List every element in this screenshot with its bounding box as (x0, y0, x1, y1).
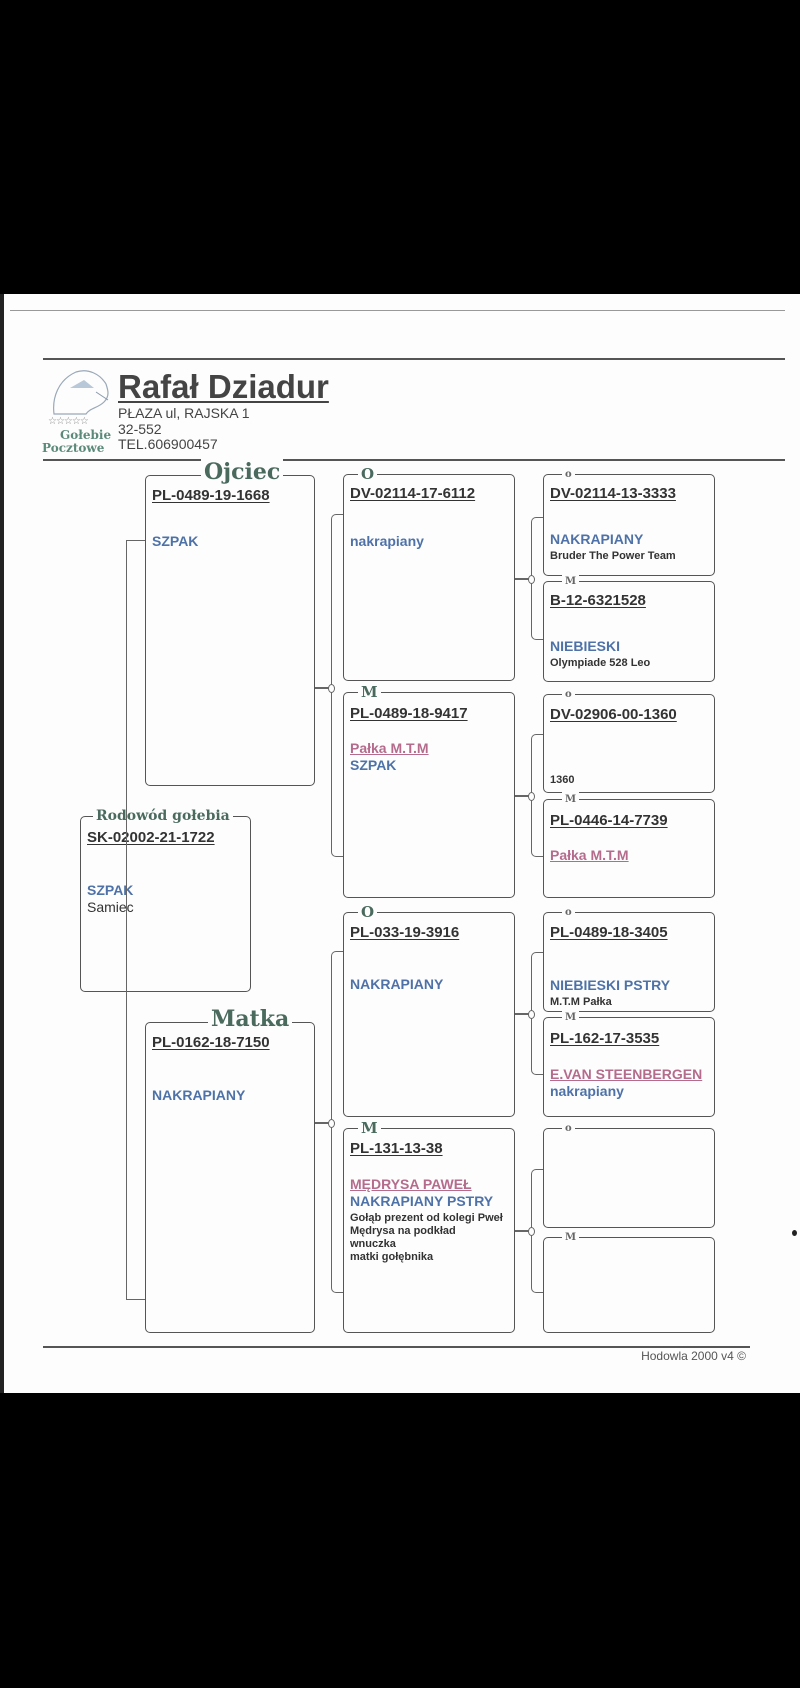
pigeon-detail-line: Bruder The Power Team (550, 550, 676, 562)
relation-label: M (562, 1228, 580, 1248)
connector-node (328, 684, 335, 693)
address-phone: TEL.606900457 (118, 436, 218, 452)
pigeon-detail-line: NAKRAPIANY (550, 531, 644, 547)
ring-number: B-12-6321528 (550, 592, 646, 609)
relation-label: M (562, 1008, 580, 1028)
ring-number: PL-0489-18-3405 (550, 924, 668, 941)
pigeon-detail-line: NIEBIESKI (550, 638, 621, 654)
connector-line (515, 795, 531, 797)
relation-label: O (358, 464, 378, 484)
pigeon-detail-line: nakrapiany (550, 1083, 624, 1099)
ring-number: DV-02906-00-1360 (550, 706, 677, 723)
pigeon-detail-line: matki gołębnika (350, 1251, 434, 1263)
pigeon-detail-line: SZPAK (350, 757, 397, 773)
relation-label: o (562, 1119, 575, 1139)
connector-node (528, 575, 535, 584)
pigeon-detail-line: Samiec (87, 899, 134, 915)
header-top-divider (43, 358, 785, 360)
relation-label: M (562, 572, 580, 592)
pigeon-detail-line: NAKRAPIANY (350, 976, 444, 992)
pigeon-detail-line: NAKRAPIANY PSTRY (350, 1193, 494, 1209)
relation-label: O (358, 902, 378, 922)
top-divider (10, 310, 785, 311)
pigeon-detail-line: SZPAK (152, 533, 199, 549)
pigeon-detail-line: Mędrysa na podkład (350, 1225, 456, 1237)
great-grandparent-box[interactable]: o (543, 1119, 715, 1228)
connector-line (315, 1122, 331, 1124)
pigeon-head-icon (53, 370, 109, 415)
scan-edge (0, 294, 4, 1393)
ring-number: PL-0489-18-9417 (350, 705, 468, 722)
address-postcode: 32-552 (118, 421, 162, 437)
connector-line (515, 578, 531, 580)
ring-number: DV-02114-13-3333 (550, 485, 676, 502)
pigeon-detail-line: nakrapiany (350, 533, 424, 549)
pigeon-detail-line: Gołąb prezent od kolegi Pweł (350, 1212, 503, 1224)
ring-number: PL-0446-14-7739 (550, 812, 668, 829)
pigeon-detail-line: MĘDRYSA PAWEŁ (350, 1176, 472, 1192)
footer-divider (43, 1346, 750, 1348)
connector-line (515, 1230, 531, 1232)
relation-label: Rodowód gołebia (93, 806, 233, 826)
pigeon-detail-line: Pałka M.T.M (350, 740, 429, 756)
pigeon-detail-line: NAKRAPIANY (152, 1087, 246, 1103)
relation-label: o (562, 903, 575, 923)
ring-number: SK-02002-21-1722 (87, 829, 215, 846)
relation-label: M (358, 682, 381, 702)
connector-node (328, 1119, 335, 1128)
relation-label: M (562, 790, 580, 810)
ring-number: PL-162-17-3535 (550, 1030, 660, 1047)
relation-label: Ojciec (201, 458, 284, 486)
great-grandparent-box[interactable]: M (543, 1228, 715, 1333)
ring-number: PL-0162-18-7150 (152, 1034, 270, 1051)
pigeon-detail-line: 1360 (550, 774, 575, 786)
logo-text-line2: Pocztowe (42, 441, 105, 455)
ring-number: PL-033-19-3916 (350, 924, 460, 941)
footer-credit: Hodowla 2000 v4 © (641, 1349, 746, 1363)
relation-label: Matka (208, 1005, 293, 1033)
scan-dot (792, 1230, 797, 1236)
relation-label: o (562, 685, 575, 705)
pedigree-document: ☆☆☆☆☆ Gołebie Pocztowe Rafał Dziadur PŁA… (0, 294, 800, 1393)
connector-line (315, 687, 331, 689)
logo-text-line1: Gołebie (60, 428, 112, 442)
pigeon-detail-line: SZPAK (87, 882, 134, 898)
connector-node (528, 1227, 535, 1236)
address-street: PŁAZA ul, RAJSKA 1 (118, 405, 250, 421)
pigeon-detail-line: E.VAN STEENBERGEN (550, 1066, 703, 1082)
ring-number: PL-0489-19-1668 (152, 487, 270, 504)
relation-label: M (358, 1118, 381, 1138)
pigeon-detail-line: Pałka M.T.M (550, 847, 629, 863)
pigeon-detail-line: Olympiade 528 Leo (550, 657, 651, 669)
subject-parents-bracket (126, 540, 145, 1300)
connector-line (515, 1013, 531, 1015)
breeder-name: Rafał Dziadur (118, 368, 329, 405)
connector-node (528, 1010, 535, 1019)
ring-number: DV-02114-17-6112 (350, 485, 476, 502)
pigeon-detail-line: NIEBIESKI PSTRY (550, 977, 671, 993)
connector-node (528, 792, 535, 801)
pigeon-detail-line: M.T.M Pałka (550, 996, 612, 1008)
logo-stars: ☆☆☆☆☆ (48, 416, 89, 427)
pigeon-detail-line: wnuczka (350, 1238, 396, 1250)
ring-number: PL-131-13-38 (350, 1140, 443, 1157)
relation-label: o (562, 465, 575, 485)
header-bottom-divider (43, 459, 785, 461)
